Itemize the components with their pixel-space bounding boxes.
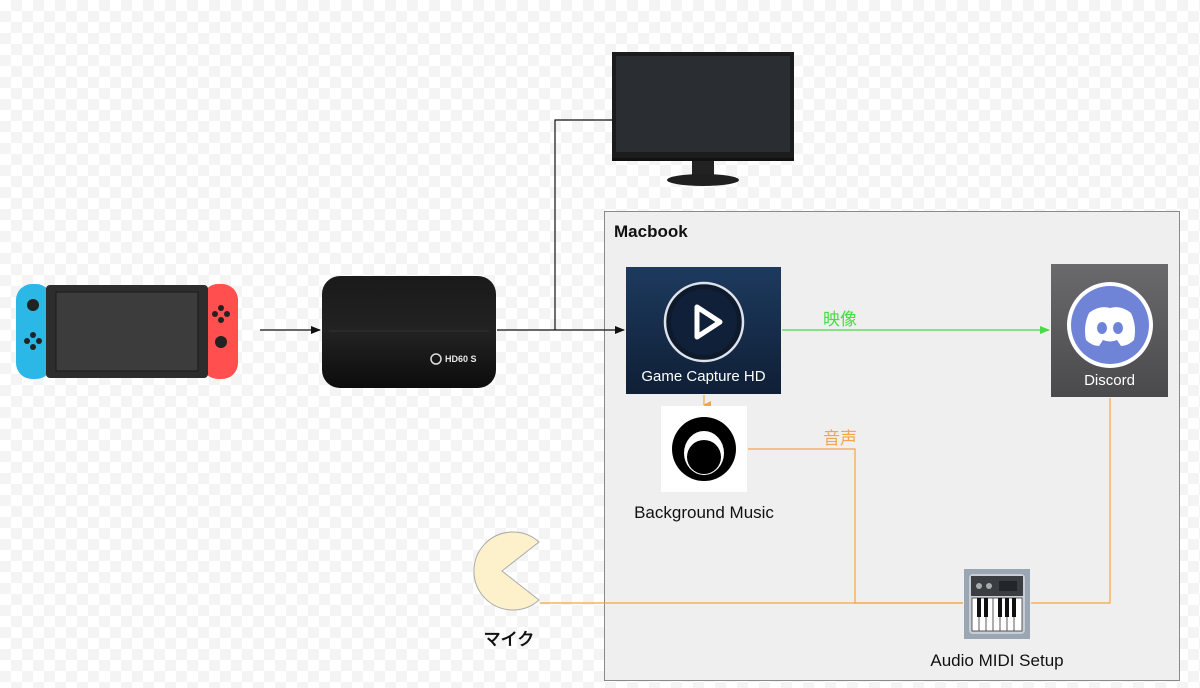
- game-capture-hd-label: Game Capture HD: [641, 368, 766, 385]
- edge-audio-bgm: [748, 448, 963, 604]
- discord-label: Discord: [1084, 372, 1135, 389]
- capture-card-text: HD60 S: [445, 354, 477, 364]
- audio-midi-setup-node: [964, 569, 1030, 639]
- discord-node: Discord: [1051, 264, 1168, 397]
- edge-label-video: 映像: [823, 310, 857, 329]
- capture-card-icon: [322, 276, 496, 388]
- mic-pacman-icon: [473, 531, 540, 611]
- macbook-title: Macbook: [614, 222, 688, 241]
- nintendo-switch-icon: [16, 284, 238, 379]
- edge-capture-to-monitor: [554, 119, 614, 330]
- background-music-node: [661, 406, 747, 492]
- play-icon: [663, 281, 745, 363]
- edge-discord-to-midi: [1031, 398, 1111, 604]
- discord-icon: [1067, 282, 1153, 368]
- audio-midi-setup-label: Audio MIDI Setup: [930, 651, 1064, 670]
- game-capture-hd-node: Game Capture HD: [626, 267, 781, 394]
- monitor-icon: [612, 52, 794, 186]
- background-music-icon: [672, 417, 736, 481]
- mic-label: マイク: [483, 630, 535, 649]
- piano-keyboard-icon: [969, 574, 1025, 634]
- edge-label-audio: 音声: [823, 429, 857, 448]
- background-music-label: Background Music: [634, 503, 774, 522]
